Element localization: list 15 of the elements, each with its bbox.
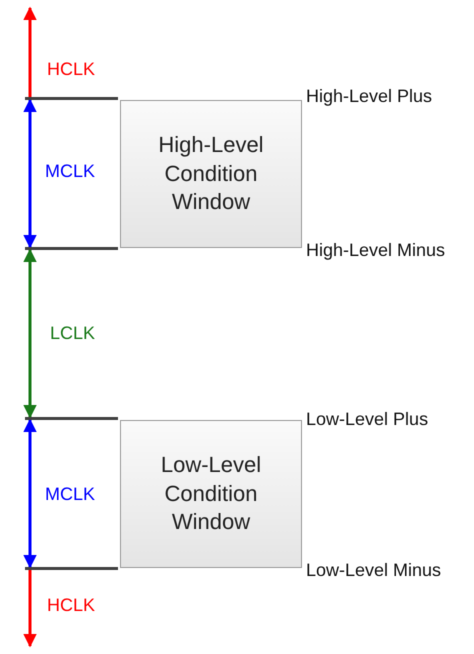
arrow [23, 98, 37, 248]
level-label: Low-Level Plus [306, 409, 428, 430]
level-line [25, 247, 118, 250]
arrow [23, 570, 37, 648]
arrow [23, 418, 37, 568]
arrow [23, 248, 37, 418]
level-label: Low-Level Minus [306, 560, 442, 581]
level-label: High-Level Minus [306, 240, 446, 261]
condition-window-box: High-Level Condition Window [120, 100, 302, 248]
condition-window-box: Low-Level Condition Window [120, 420, 302, 568]
level-label: High-Level Plus [306, 86, 432, 107]
level-line [25, 97, 118, 100]
level-line [25, 417, 118, 420]
level-line [25, 567, 118, 570]
arrow [23, 6, 37, 97]
